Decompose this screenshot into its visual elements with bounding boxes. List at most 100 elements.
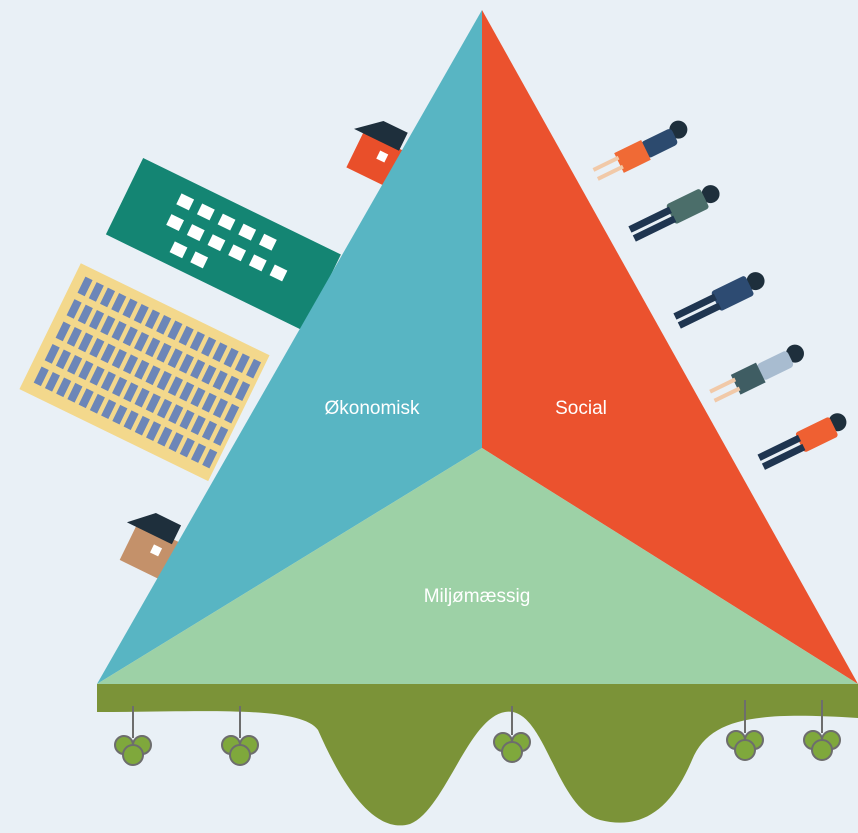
building-window [223, 375, 239, 396]
building-window [44, 344, 60, 364]
building-window [167, 320, 183, 341]
building-window [157, 426, 173, 447]
social-label: Social [555, 398, 607, 419]
building-window [101, 399, 117, 420]
building-window [144, 309, 161, 330]
building-window [190, 443, 207, 463]
building-window [123, 354, 139, 375]
building-window [156, 314, 172, 335]
building-window [78, 388, 94, 409]
building-window [146, 421, 162, 441]
building-window [235, 381, 251, 401]
yellow-office-building-icon [19, 263, 270, 482]
building-window [100, 371, 116, 392]
building-window [77, 276, 93, 297]
building-window [99, 287, 116, 308]
building-window [190, 387, 206, 407]
building-window [122, 298, 138, 319]
building-window [44, 371, 60, 392]
building-window [134, 359, 150, 380]
tree-icon [114, 706, 152, 766]
building-window [134, 387, 150, 408]
building-window [156, 370, 172, 391]
building-window [145, 365, 161, 386]
building-window [66, 299, 82, 319]
building-window [78, 360, 94, 381]
building-window [246, 358, 262, 379]
building-window [190, 359, 206, 380]
building-window [67, 354, 83, 375]
building-window [189, 331, 205, 352]
building-window [201, 336, 217, 357]
building-window [112, 404, 128, 425]
building-window [201, 420, 218, 441]
building-window [201, 364, 217, 385]
man-green-shirt-icon [628, 185, 720, 242]
building-window [223, 347, 239, 368]
building-window [89, 393, 105, 414]
building-window [33, 366, 49, 387]
building-window [212, 370, 228, 391]
building-window [89, 365, 105, 386]
building-window [224, 403, 240, 424]
building-window [167, 376, 184, 397]
environmental-label: Miljømæssig [424, 586, 531, 607]
building-window [100, 343, 116, 364]
teal-office-building-icon [105, 158, 341, 331]
building-window [66, 327, 82, 347]
building-window [156, 398, 173, 419]
tree-icon [493, 706, 531, 763]
man-orange-shirt-icon [757, 413, 847, 470]
building-window [133, 331, 150, 352]
man-navy-suit-icon [673, 272, 765, 329]
tree-icon [726, 700, 764, 761]
building-window [212, 342, 228, 363]
building-window [156, 342, 172, 363]
building-window [168, 432, 184, 452]
building-window [111, 321, 127, 341]
building-window [179, 409, 195, 430]
building-window [55, 349, 71, 370]
building-window [100, 315, 116, 336]
building-window [178, 325, 194, 346]
building-window [111, 293, 127, 313]
building-window [134, 415, 150, 436]
building-window [213, 426, 229, 446]
building-window [89, 310, 105, 330]
tree-icon [221, 706, 259, 766]
building-window [212, 398, 228, 418]
building-window [190, 415, 206, 435]
building-window [67, 382, 83, 403]
environmental-section [97, 448, 858, 684]
economic-label: Økonomisk [324, 398, 420, 419]
building-window [234, 353, 250, 374]
brown-house-icon [119, 513, 182, 581]
building-window [133, 304, 149, 324]
building-window [201, 392, 217, 413]
ground-icon [97, 684, 858, 826]
building-window [202, 448, 218, 469]
building-window [112, 376, 128, 397]
economic-section [97, 10, 482, 684]
woman-orange-skirt-icon [592, 120, 688, 181]
building-window [167, 348, 183, 369]
building-window [78, 332, 94, 353]
building-window [145, 393, 161, 414]
building-window [179, 381, 195, 402]
building-window [89, 337, 105, 358]
building-window [111, 348, 127, 369]
building-window [88, 282, 104, 302]
building-window [77, 304, 93, 325]
building-window [123, 410, 139, 431]
building-window [178, 353, 194, 374]
building-window [122, 326, 138, 347]
building-window [123, 382, 139, 403]
woman-grey-top-icon [709, 344, 804, 403]
building-window [56, 377, 72, 398]
building-window [145, 337, 161, 358]
building-window [168, 404, 184, 424]
building-window [55, 321, 71, 342]
tree-icon [803, 700, 841, 761]
